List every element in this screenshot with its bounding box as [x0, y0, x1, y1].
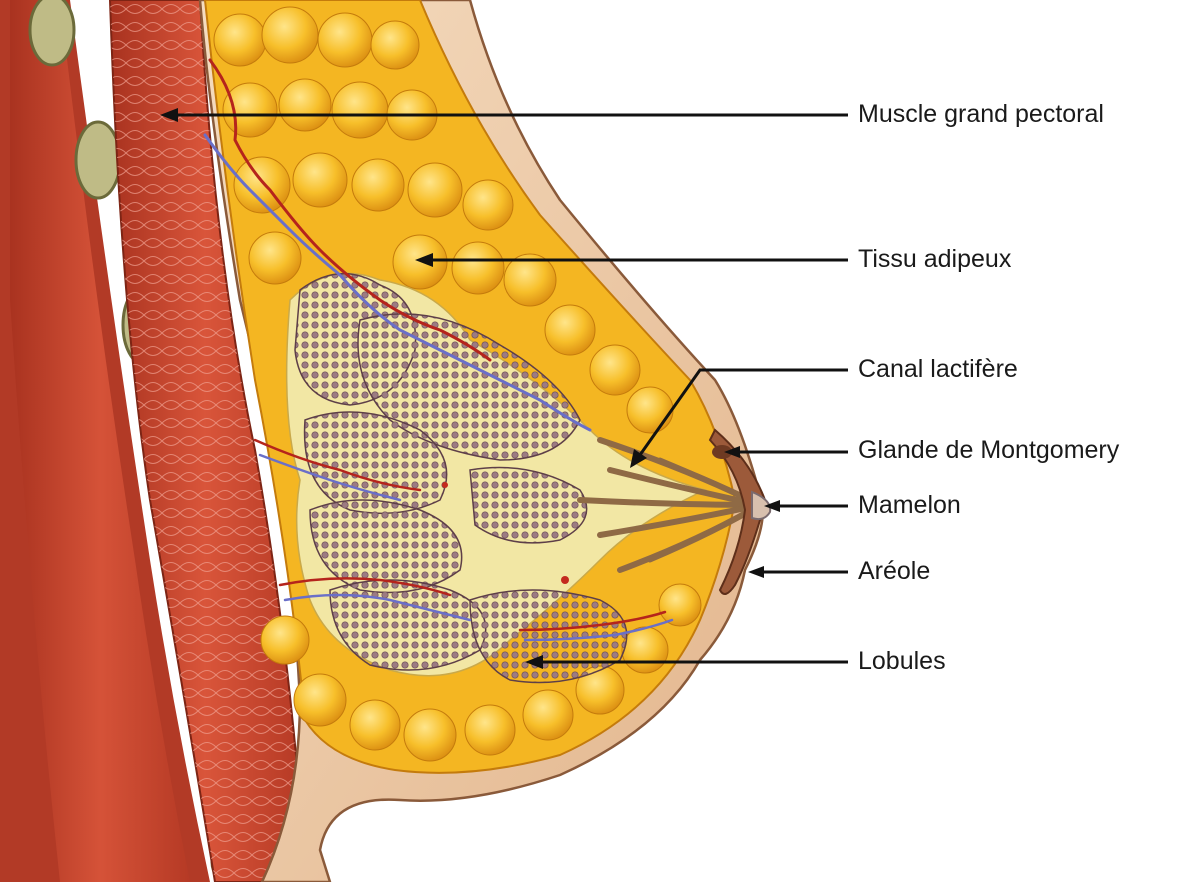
- label-areola: Aréole: [858, 559, 930, 584]
- rib-section: [30, 0, 74, 65]
- label-duct: Canal lactifère: [858, 357, 1018, 382]
- label-nipple: Mamelon: [858, 493, 961, 518]
- label-muscle: Muscle grand pectoral: [858, 102, 1104, 127]
- vessel-dot: [442, 482, 448, 488]
- vessel-dot: [561, 576, 569, 584]
- label-lobules: Lobules: [858, 649, 946, 674]
- rib-section: [76, 122, 120, 198]
- label-adipose: Tissu adipeux: [858, 247, 1011, 272]
- arrowhead: [748, 566, 764, 578]
- label-montgomery: Glande de Montgomery: [858, 438, 1119, 463]
